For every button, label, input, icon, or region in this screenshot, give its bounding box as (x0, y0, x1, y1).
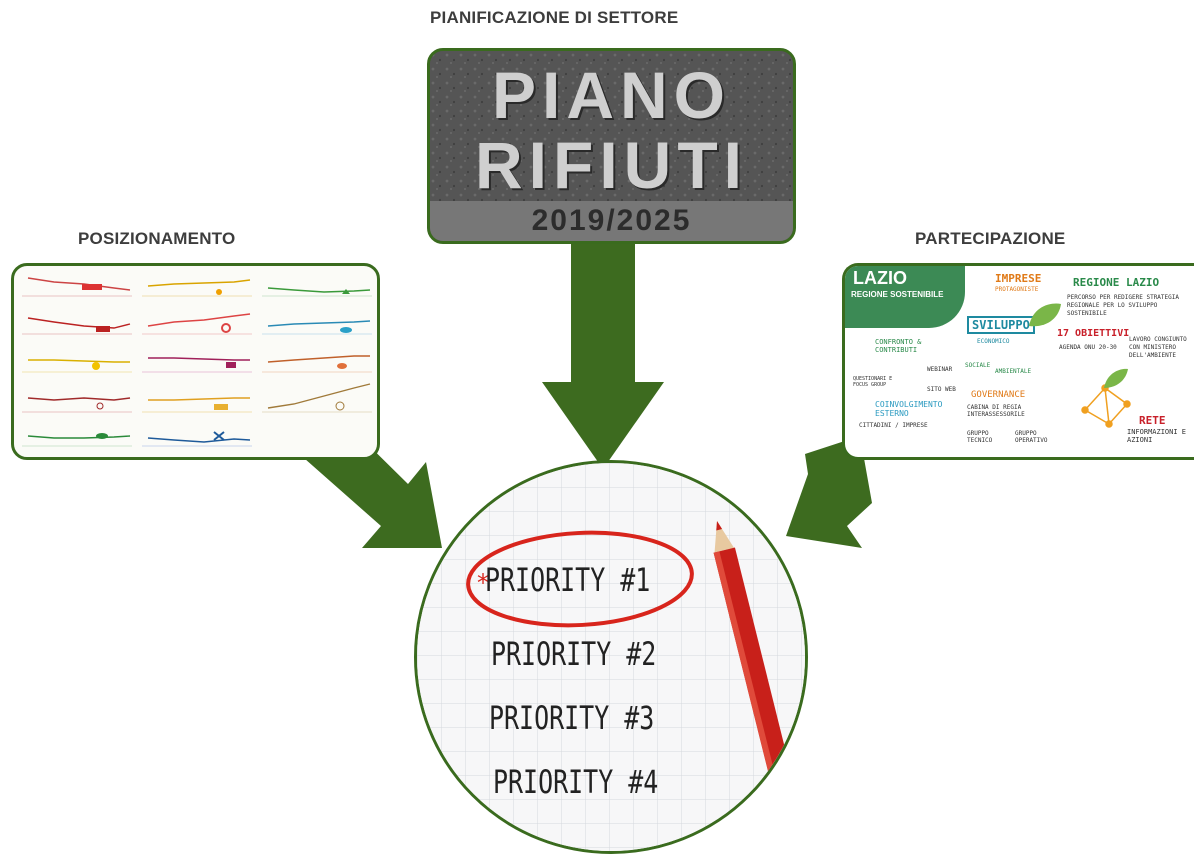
priority-item-1: PRIORITY #1 (485, 561, 651, 599)
mini-chart-r5c1 (22, 433, 132, 447)
mini-chart-r5c2 (142, 431, 252, 447)
mini-chart-r3c2 (142, 357, 252, 373)
network-icon (1081, 384, 1131, 428)
mm-coinvolgimento: COINVOLGIMENTO ESTERNO (875, 400, 943, 418)
mini-chart-r4c2 (142, 397, 252, 413)
mm-confronto: CONFRONTO & CONTRIBUTI (875, 338, 922, 354)
mm-economico: ECONOMICO (977, 338, 1010, 345)
mini-chart-r3c3 (262, 355, 372, 373)
mm-rete: RETE (1139, 414, 1166, 427)
leaf-icon (1104, 368, 1128, 388)
red-pencil (713, 521, 805, 844)
mini-chart-r2c2 (142, 313, 252, 335)
mm-sito: SITO WEB (927, 386, 956, 393)
brand-block (845, 266, 965, 328)
mm-gruppo-operativo: GRUPPO OPERATIVO (1015, 430, 1048, 444)
mm-cittadini: CITTADINI / IMPRESE (859, 422, 928, 429)
priority-item-4: PRIORITY #4 (493, 763, 659, 801)
mm-obiettivi: 17 OBIETTIVI (1057, 328, 1130, 339)
heading-posizionamento: POSIZIONAMENTO (78, 229, 236, 248)
leaf-icon (1029, 303, 1061, 327)
piano-years: 2019/2025 (531, 204, 692, 237)
rifiuti-title: RIFIUTI (475, 128, 748, 202)
mm-imprese: IMPRESE (995, 272, 1042, 285)
mm-informazioni: INFORMAZIONI E AZIONI (1127, 428, 1187, 444)
arrow-down (542, 243, 664, 469)
mini-chart-r2c1 (22, 317, 132, 335)
mini-chart-r1c1 (22, 277, 132, 297)
stone-texture (430, 51, 793, 241)
arrow-right-diagonal (786, 436, 872, 548)
mini-chart-r4c1 (22, 397, 132, 413)
partecipazione-panel: LAZIO REGIONE SOSTENIBILE IMPRESE PROTAG… (842, 263, 1194, 460)
mini-charts-grid (22, 277, 372, 447)
mm-brand-line2: REGIONE SOSTENIBILE (851, 290, 944, 299)
priority-star: * (477, 569, 489, 597)
heading-partecipazione: PARTECIPAZIONE (915, 229, 1066, 248)
mm-percorso: PERCORSO PER REDIGERE STRATEGIA REGIONAL… (1067, 294, 1179, 317)
priority-highlight-circle (466, 530, 694, 628)
posizionamento-panel (11, 263, 380, 460)
priority-circle: * PRIORITY #1 PRIORITY #2 PRIORITY #3 PR… (414, 460, 808, 854)
mm-cabina: CABINA DI REGIA INTERASSESSORILE (967, 404, 1025, 418)
mm-brand-line1: LAZIO (853, 268, 907, 288)
mini-chart-r4c3 (262, 383, 372, 413)
mm-lavoro: LAVORO CONGIUNTO CON MINISTERO DELL'AMBI… (1129, 336, 1187, 359)
mm-imprese-sub: PROTAGONISTE (995, 286, 1039, 293)
mini-chart-r2c3 (262, 320, 372, 335)
mm-agenda: AGENDA ONU 20-30 (1059, 344, 1117, 351)
mm-ambientale: AMBIENTALE (995, 368, 1032, 375)
priority-item-3: PRIORITY #3 (489, 699, 655, 737)
mm-governance: GOVERNANCE (971, 390, 1026, 400)
mini-chart-r1c3 (262, 287, 372, 297)
mm-questionari: QUESTIONARI E FOCUS GROUP (853, 376, 893, 388)
mm-webinar: WEBINAR (927, 366, 953, 373)
grid-paper (417, 463, 805, 851)
mm-sociale: SOCIALE (965, 362, 991, 369)
mini-chart-r1c2 (142, 279, 252, 297)
mini-chart-r3c1 (22, 359, 132, 373)
piano-rifiuti-panel: PIANO RIFIUTI 2019/2025 (427, 48, 796, 244)
piano-title: PIANO (491, 58, 732, 132)
mm-gruppo-tecnico: GRUPPO TECNICO (967, 430, 993, 444)
priority-item-2: PRIORITY #2 (491, 635, 657, 673)
mm-regione: REGIONE LAZIO (1073, 276, 1160, 289)
heading-pianificazione: PIANIFICAZIONE DI SETTORE (430, 8, 679, 27)
